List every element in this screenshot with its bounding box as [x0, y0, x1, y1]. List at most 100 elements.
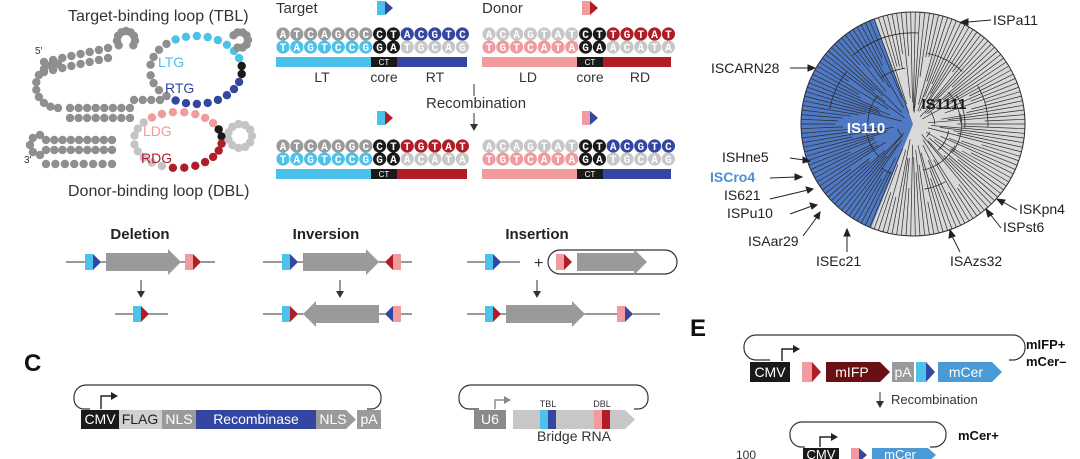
tree-branch: [919, 13, 930, 77]
nucleotide-letter: T: [321, 155, 328, 167]
nucleotide-circle: [414, 152, 428, 166]
nucleotide-letter: C: [376, 142, 383, 154]
product1-core-text: CT: [379, 170, 390, 179]
rna-nucleotide: [117, 103, 126, 113]
tree-branch: [910, 144, 913, 237]
nucleotide-circle: [345, 27, 359, 41]
nls1-box: [162, 410, 196, 429]
rna-nucleotide: [234, 119, 243, 129]
nucleotide-letter: A: [321, 142, 328, 154]
tree-branch: [917, 145, 939, 234]
product1-marker-icon: [377, 111, 393, 125]
nucleotide-letter: A: [651, 155, 658, 167]
nucleotide-letter: A: [610, 43, 617, 55]
tree-branch: [805, 131, 886, 157]
tree-branch: [918, 164, 930, 235]
nucleotide-circle: [386, 27, 400, 41]
pa-label-e: pA: [894, 364, 912, 380]
tree-branch: [905, 12, 910, 57]
rna-nucleotide: [99, 135, 109, 145]
nucleotide-circle: [442, 152, 456, 166]
nucleotide-letter: T: [541, 30, 548, 42]
nucleotide-circle: [592, 27, 607, 41]
nucleotide-letter: C: [665, 142, 672, 154]
rna-nucleotide: [58, 135, 67, 145]
tree-branch: [912, 11, 916, 112]
nucleotide-circle: [317, 40, 331, 54]
recombination-label: Recombination: [426, 95, 526, 112]
nucleotide-circle: [331, 139, 345, 153]
rna-nucleotide: [50, 145, 59, 155]
recombination-label-e: Recombination: [891, 392, 978, 407]
tree-branch: [920, 152, 944, 232]
dbl-title: Donor-binding loop (DBL): [68, 183, 249, 200]
rna-nucleotide: [91, 145, 100, 155]
tree-branch: [930, 31, 978, 99]
nucleotide-letter: T: [610, 155, 617, 167]
tree-branch: [803, 136, 853, 148]
insertion-after: [467, 301, 660, 327]
tree-branch: [891, 13, 903, 69]
tree-branch: [831, 47, 884, 97]
rna-nucleotide: [240, 142, 250, 152]
tree-branch: [834, 43, 902, 113]
rna-nucleotide: [58, 145, 67, 155]
nucleotide-circle: [523, 139, 538, 153]
rna-nucleotide: [245, 125, 255, 134]
nucleotide-letter: C: [307, 142, 314, 154]
nucleotide-circle: [606, 139, 620, 153]
rna-nucleotide: [180, 163, 189, 172]
rna-nucleotide: [53, 59, 63, 69]
nucleotide-circle: [551, 139, 565, 153]
tree-branch: [817, 65, 889, 110]
rna-nucleotide: [247, 131, 257, 141]
nucleotide-letter: C: [307, 30, 314, 42]
nucleotide-letter: C: [582, 30, 589, 42]
recombination-arrow-e: [876, 401, 884, 408]
nucleotide-circle: [579, 27, 593, 41]
plus-sign: +: [534, 255, 543, 272]
rna-nucleotide: [35, 130, 45, 140]
nucleotide-circle: [290, 40, 304, 54]
nucleotide-letter: C: [527, 43, 534, 55]
tree-branch: [948, 157, 995, 201]
rna-nucleotide: [171, 35, 180, 44]
nucleotide-circle: [592, 139, 607, 153]
nucleotide-circle: [442, 27, 456, 41]
rna-nucleotide: [181, 99, 191, 108]
nucleotide-letter: A: [568, 43, 575, 55]
rna-nucleotide: [76, 49, 85, 59]
cmv-label-e: CMV: [754, 364, 786, 380]
tree-branch: [873, 18, 910, 114]
rna-nucleotide: [203, 32, 212, 42]
tree-branch: [882, 149, 907, 232]
nucleotide-letter: A: [610, 142, 617, 154]
rna-nucleotide: [139, 118, 148, 127]
tree-leaf-labels: ISPa11 ISCARN28 ISHne5 ISCro4 IS621 ISPu…: [710, 12, 1065, 269]
nucleotide-letter: G: [665, 155, 672, 167]
tree-branch: [927, 160, 957, 228]
nucleotide-letter: T: [390, 30, 397, 42]
nucleotide-circle: [386, 139, 400, 153]
core-label-target: core: [370, 69, 397, 85]
rna-nucleotide: [133, 147, 142, 156]
tree-branch: [802, 104, 859, 116]
tree-branch: [910, 11, 913, 103]
tree-branch: [807, 86, 881, 113]
tree-branch: [824, 54, 886, 103]
rna-nucleotide: [103, 43, 113, 53]
nucleotide-circle: [428, 152, 442, 166]
nucleotide-circle: [509, 27, 524, 41]
nucleotide-circle: [509, 152, 524, 166]
tree-branch: [957, 159, 1002, 194]
nucleotide-letter: C: [335, 155, 342, 167]
nucleotide-letter: G: [637, 142, 644, 154]
rna-nucleotide: [65, 103, 75, 113]
rna-nucleotide: [46, 61, 55, 70]
tree-branch: [805, 91, 882, 115]
rna-nucleotide: [234, 53, 244, 63]
nucleotide-letter: C: [418, 30, 425, 42]
tree-branch: [900, 12, 911, 99]
